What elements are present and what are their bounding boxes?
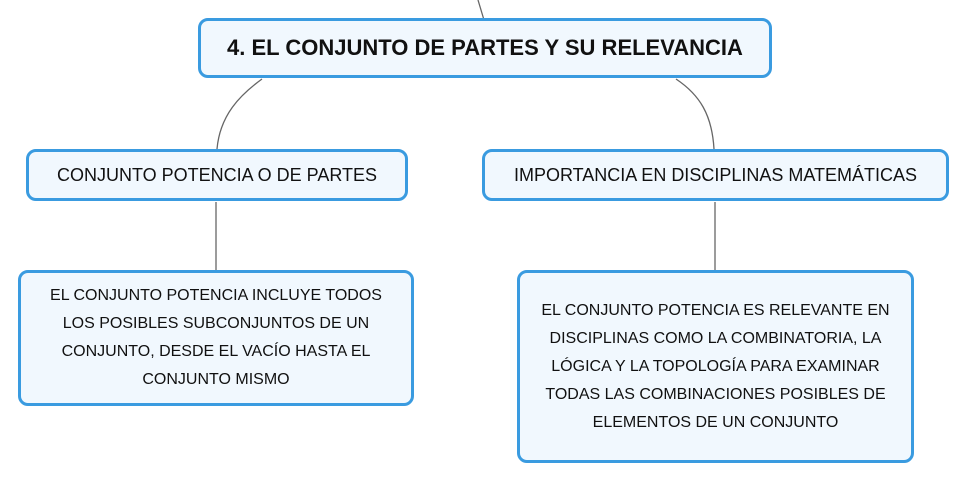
connector-incoming-root <box>477 0 485 21</box>
root-topic-label: 4. EL CONJUNTO DE PARTES Y SU RELEVANCIA <box>227 35 743 60</box>
connector-root-to-left <box>216 78 263 150</box>
subtopic-node-power-set[interactable]: CONJUNTO POTENCIA O DE PARTES <box>26 149 408 201</box>
connector-root-to-right <box>675 78 715 150</box>
subtopic-label-power-set: CONJUNTO POTENCIA O DE PARTES <box>56 164 378 185</box>
detail-node-power-set[interactable]: EL CONJUNTO POTENCIA INCLUYE TODOS LOS P… <box>18 270 414 406</box>
subtopic-node-importance[interactable]: IMPORTANCIA EN DISCIPLINAS MATEMÁTICAS <box>482 149 949 201</box>
detail-node-importance[interactable]: EL CONJUNTO POTENCIA ES RELEVANTE EN DIS… <box>517 270 914 463</box>
detail-text-power-set: EL CONJUNTO POTENCIA INCLUYE TODOS LOS P… <box>50 287 382 388</box>
root-topic-node[interactable]: 4. EL CONJUNTO DE PARTES Y SU RELEVANCIA <box>198 18 772 78</box>
detail-text-importance: EL CONJUNTO POTENCIA ES RELEVANTE EN DIS… <box>541 301 890 431</box>
subtopic-label-importance: IMPORTANCIA EN DISCIPLINAS MATEMÁTICAS <box>513 164 918 185</box>
